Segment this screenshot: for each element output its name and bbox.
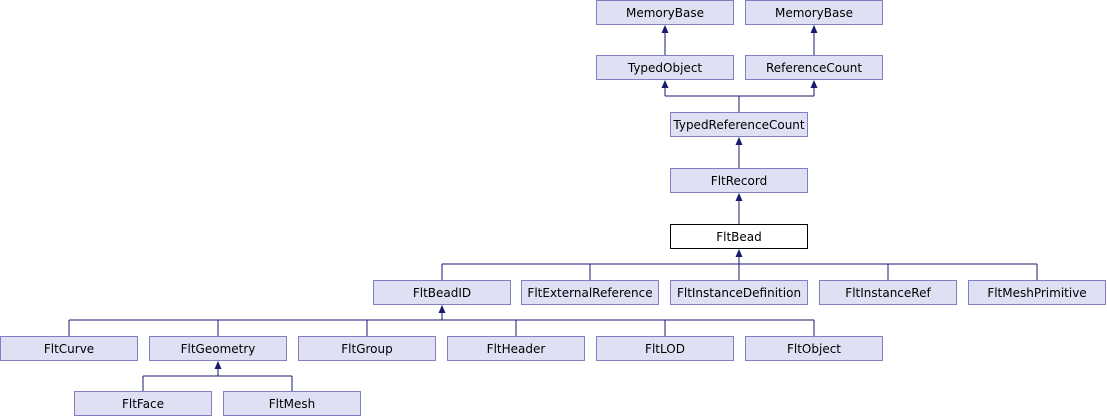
node-fltbead: FltBead [670,224,808,249]
node-fltinstancedefinition[interactable]: FltInstanceDefinition [670,280,808,305]
node-typedobject[interactable]: TypedObject [596,55,734,80]
node-fltgroup[interactable]: FltGroup [298,336,436,361]
node-fltgeometry[interactable]: FltGeometry [149,336,287,361]
node-memorybase-2[interactable]: MemoryBase [745,0,883,25]
node-fltmesh[interactable]: FltMesh [223,391,361,416]
node-fltmeshprimitive[interactable]: FltMeshPrimitive [968,280,1106,305]
inheritance-arrowhead [735,249,743,257]
inheritance-arrowhead [438,305,446,313]
node-fltrecord[interactable]: FltRecord [670,168,808,193]
node-fltheader[interactable]: FltHeader [447,336,585,361]
inheritance-arrowhead [661,80,669,88]
inheritance-arrowhead [810,25,818,33]
inheritance-arrowhead [735,137,743,145]
node-fltface[interactable]: FltFace [74,391,212,416]
node-fltexternalreference[interactable]: FltExternalReference [521,280,659,305]
inheritance-arrowhead [810,80,818,88]
node-memorybase-1[interactable]: MemoryBase [596,0,734,25]
inheritance-arrowhead [214,361,222,369]
inheritance-arrowhead [661,25,669,33]
node-fltlod[interactable]: FltLOD [596,336,734,361]
inheritance-arrowhead [735,193,743,201]
node-typedreferencecount[interactable]: TypedReferenceCount [670,112,808,137]
node-referencecount[interactable]: ReferenceCount [745,55,883,80]
node-fltinstanceref[interactable]: FltInstanceRef [819,280,957,305]
node-fltbeadid[interactable]: FltBeadID [373,280,511,305]
node-fltobject[interactable]: FltObject [745,336,883,361]
node-fltcurve[interactable]: FltCurve [0,336,138,361]
